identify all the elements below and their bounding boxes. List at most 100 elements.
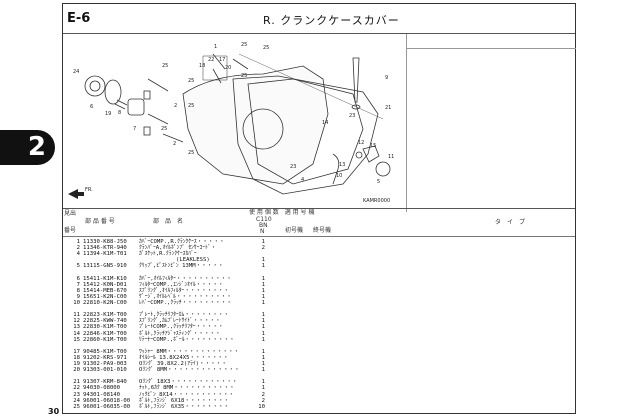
callout-label: 23	[290, 164, 296, 170]
callout-label: 4	[301, 177, 304, 183]
cell-ref: 6	[76, 275, 80, 282]
callout-label: 18	[199, 63, 205, 69]
cell-name: ﾎﾞﾙﾄ,ﾌﾗﾝｼﾞ 6X35・・・・・・・・	[139, 403, 230, 410]
cell-name: ｸﾗﾝﾊﾟｰA,ｵｲﾙﾎﾟﾝﾌﾟ ｾﾝｻｰｺｰﾄﾞ・	[139, 245, 217, 252]
cell-ref: 22	[73, 385, 80, 392]
col-qty-applicable: 使 用 個 数 適 用 号 機	[249, 209, 315, 216]
cell-part-no: 22810-K2N-C00	[83, 300, 127, 306]
table-header-divider	[63, 236, 575, 237]
cell-name: ﾎﾞﾙﾄ,ﾌﾗﾝｼﾞ 6X18・・・・・・・・	[139, 397, 230, 404]
callout-label: 5	[377, 179, 380, 185]
cell-qty: 1	[261, 312, 265, 319]
cell-part-no: 22830-K1M-T00	[83, 324, 127, 331]
callout-label: 1	[214, 44, 217, 50]
callout-label: 7	[133, 126, 136, 132]
callout-label: 22	[208, 57, 214, 63]
cell-qty: 10	[258, 403, 265, 410]
page-number: 30	[48, 407, 60, 416]
cell-part-no: 22846-K1M-T00	[83, 330, 127, 337]
callout-label: 25	[162, 63, 168, 69]
cell-ref: 21	[73, 379, 80, 386]
callout-label: 24	[73, 69, 79, 75]
cell-ref: 13	[73, 324, 80, 331]
callout-label: 25	[241, 73, 247, 79]
callout-label: 11	[388, 154, 394, 160]
callout-label: 25	[188, 103, 194, 109]
col-first-model: 初号機	[285, 227, 304, 234]
callout-label: 15	[370, 143, 376, 149]
callout-label: 9	[385, 75, 388, 81]
section-tab-number: 2	[27, 132, 46, 162]
callout-label: 6	[90, 104, 93, 110]
cell-qty: 1	[261, 287, 265, 294]
cell-ref: 12	[73, 318, 80, 325]
cell-ref: 5	[76, 263, 80, 270]
cell-ref: 2	[76, 245, 80, 252]
callout-label: 25	[241, 42, 247, 48]
cell-name: ﾅｯﾄ,6ｶｸ 8MM・・・・・・・・・・・	[139, 385, 235, 392]
section-code: E-6	[67, 11, 91, 26]
parts-page: E-6 R. クランクケースカバー	[62, 3, 576, 414]
cell-ref: 18	[73, 354, 80, 361]
cell-part-no: 91202-KRS-971	[83, 354, 127, 361]
col-model-sub1: BN	[259, 222, 268, 229]
parts-table: 見出 番号 部 品 番 号 部 品 名 使 用 個 数 適 用 号 機 C110…	[63, 208, 575, 414]
cell-name: ﾌｨﾙﾀｰCOMP.,ｴﾝｼﾞﾝｵｲﾙ・・・・・	[139, 281, 224, 288]
cell-name: Oﾘﾝｸﾞ 8MM・・・・・・・・・・・・・	[139, 367, 240, 374]
callout-label: 2	[173, 141, 176, 147]
col-type: タ イ プ	[495, 219, 526, 226]
cell-ref: 20	[73, 367, 80, 374]
diagram-notes-panel	[406, 34, 576, 208]
cell-ref: 4	[76, 251, 80, 258]
cell-ref: 10	[73, 300, 80, 306]
cell-qty: 1	[261, 324, 265, 331]
cell-part-no: 94030-08000	[83, 385, 121, 392]
cell-part-no: 13115-GN5-910	[83, 263, 127, 270]
cell-qty: 1	[261, 354, 265, 361]
cell-ref: 24	[73, 397, 80, 404]
cell-qty: 1	[261, 379, 265, 386]
cell-name: ﾚﾊﾞｰCOMP.,ｸﾗｯﾁ・・・・・・・・・	[139, 300, 232, 306]
callout-label: 10	[336, 173, 342, 179]
callout-label: 23	[349, 113, 355, 119]
col-ref-top: 見出	[64, 210, 77, 217]
cell-part-no: 15412-K0N-D01	[83, 281, 127, 288]
col-last-model: 終号機	[313, 227, 332, 234]
cell-name: ﾜｯｼｬｰ 8MM・・・・・・・・・・・・・	[139, 348, 240, 355]
cell-qty: 2	[261, 397, 265, 404]
cell-qty: 1	[261, 336, 265, 343]
callout-label: 2	[174, 103, 177, 109]
cell-part-no: 22860-K1M-T00	[83, 336, 127, 343]
divider	[406, 209, 407, 212]
section-tab: 2	[0, 130, 55, 165]
divider	[407, 48, 576, 49]
cell-name: (LEAKLESS)	[139, 257, 210, 264]
cell-part-no: 15411-K1M-K10	[83, 275, 127, 282]
front-label: FR.	[85, 187, 93, 193]
cell-part-no: 11394-K1M-T01	[83, 251, 127, 258]
cell-name: ｵｲﾙｼｰﾙ 13.8X24X5・・・・・・・	[139, 354, 229, 361]
cell-qty: 1	[261, 348, 265, 355]
cell-ref: 25	[73, 403, 80, 410]
callout-label: 12	[358, 140, 364, 146]
callout-label: 20	[225, 65, 231, 71]
callout-label: 8	[118, 110, 121, 116]
cell-part-no: 11330-K88-J50	[83, 239, 127, 245]
cell-part-no: 96001-06018-00	[83, 397, 131, 404]
cell-name: Oﾘﾝｸﾞ 39.8X2.2(ｱﾗｲ)・・・・・	[139, 361, 227, 367]
cell-ref: 1	[76, 239, 80, 245]
callout-label: 14	[322, 120, 328, 126]
callout-label: 25	[263, 45, 269, 51]
cell-part-no: 15651-K2N-C00	[83, 293, 127, 300]
cell-qty: 1	[261, 281, 265, 288]
cell-name: ｽﾌﾟﾘﾝｸﾞ,ｶﾑﾌﾟﾚｰﾄｻｲﾄﾞ・・・・・	[139, 318, 221, 325]
cell-qty: 1	[261, 275, 265, 282]
col-model-sub2: N	[260, 228, 265, 235]
col-part-no: 部 品 番 号	[85, 218, 115, 225]
cell-part-no: 94301-08140	[83, 391, 121, 398]
cell-qty: 1	[261, 239, 265, 245]
cell-ref: 9	[76, 293, 80, 300]
cell-name: ﾌﾟﾚｰﾄ,ｸﾗｯﾁﾘﾌﾀｰｶﾑ・・・・・・・・	[139, 312, 230, 319]
cell-qty: 1	[261, 257, 265, 264]
